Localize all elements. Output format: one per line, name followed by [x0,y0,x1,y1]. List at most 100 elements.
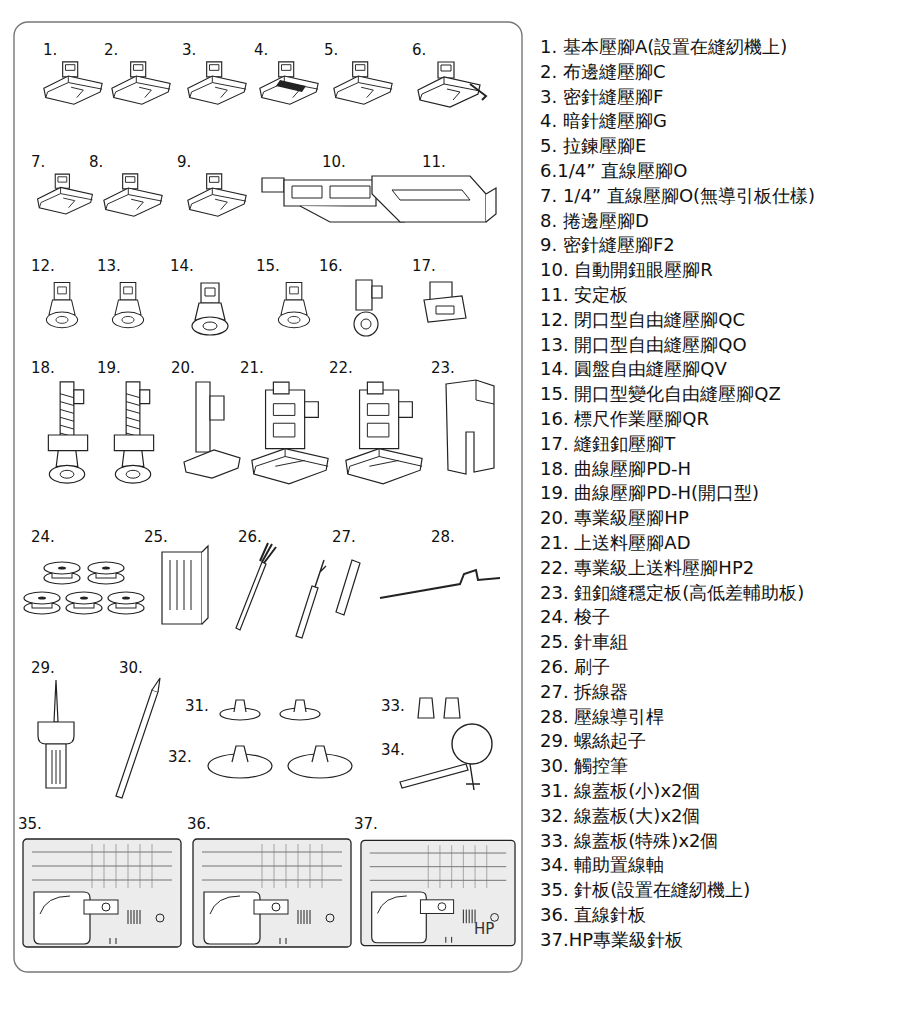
foot-part [354,312,378,336]
foot-part [424,296,466,322]
pack-part [202,546,208,624]
callout-number: 3. [182,41,196,59]
bobbin [24,592,60,614]
callout-number: 17. [412,257,436,275]
part-list-item: 32. 線蓋板(大)x2個 [540,805,701,827]
part-list-item: 36. 直線針板 [540,904,646,926]
plate-marking: HP [474,920,494,938]
part-list-item: 20. 專業級壓腳HP [540,507,689,529]
presser-foot [260,62,318,104]
free-motion-foot [112,283,143,328]
callout-number: 16. [319,257,343,275]
foot-guide [470,84,486,100]
cap-part [232,746,248,762]
callout-number: 29. [31,659,55,677]
foot-part [262,178,284,192]
free-motion-foot [192,283,228,335]
part-list-item: 5. 拉鍊壓腳E [540,135,646,157]
presser-foot [112,62,170,104]
callout-number: 36. [187,815,211,833]
cap-part [294,700,306,712]
part-list-item: 15. 開口型變化自由縫壓腳QZ [540,383,781,405]
callout-number: 6. [412,41,426,59]
callout-number: 2. [104,41,118,59]
stabilizer-part [476,380,494,404]
curve-foot [114,382,153,483]
part-list-item: 4. 暗針縫壓腳G [540,110,667,132]
part-list-item: 24. 梭子 [540,606,610,628]
callout-number: 31. [185,697,209,715]
spool-cap-small [220,700,320,720]
callout-number: 35. [18,815,42,833]
callout-number: 18. [31,359,55,377]
presser-foot [104,174,162,216]
needle-plate [361,840,515,945]
foot-guide [276,80,306,92]
screwdriver [38,680,74,788]
part-list-item: 14. 圓盤自由縫壓腳QV [540,358,727,380]
part-list-item: 16. 標尺作業壓腳QR [540,408,709,430]
guide-bar [380,570,500,598]
callout-number: 27. [332,528,356,546]
part-list-item: 11. 安定板 [540,284,628,306]
foot-part [292,186,370,198]
part-list-item: 25. 針車組 [540,631,628,653]
callout-number: 14. [170,257,194,275]
callout-number: 37. [354,815,378,833]
callout-number: 5. [324,41,338,59]
part-list-item: 8. 捲邊壓腳D [540,210,649,232]
screwdriver-part [46,744,66,788]
spool-pin [400,724,492,790]
foot-part [356,280,372,310]
ripper-part [315,560,326,587]
part-list-item: 33. 線蓋板(特殊)x2個 [540,830,719,852]
seam-ripper [296,560,360,638]
foot-part [210,396,224,420]
needle-plate [193,839,351,947]
callout-number: 30. [119,659,143,677]
callout-number: 23. [431,359,455,377]
part-list-item: 19. 曲線壓腳PD-H(開口型) [540,482,759,504]
callout-number: 26. [238,528,262,546]
presser-foot [44,62,102,104]
part-list-item: 28. 壓線導引桿 [540,706,664,728]
part-list-item: 12. 閉口型自由縫壓腳QC [540,309,745,331]
part-list-item: 34. 輔助置線軸 [540,854,664,876]
bobbin [44,562,80,584]
callout-number: 9. [177,153,191,171]
callout-number: 20. [171,359,195,377]
callout-number: 21. [240,359,264,377]
ripper-cap [336,560,360,615]
pin-part [400,764,468,788]
button-stabilizer [446,380,494,474]
brush-part [260,543,276,563]
part-list-item: 30. 觸控筆 [540,755,628,777]
callout-number: 25. [144,528,168,546]
part-list-item: 29. 螺絲起子 [540,730,646,752]
button-foot [424,282,466,322]
stylus-part [116,690,158,798]
callout-number: 28. [431,528,455,546]
callout-number: 34. [381,741,405,759]
callout-number: 22. [329,359,353,377]
walking-foot [252,382,328,484]
part-list-item: 10. 自動開鈕眼壓腳R [540,259,713,281]
foot-part [184,450,240,478]
brush-part [236,562,266,630]
callout-number: 1. [43,41,57,59]
foot-part [372,286,382,298]
part-list-item: 37.HP專業級針板 [540,929,683,951]
bobbin [66,592,102,614]
callout-number: 10. [322,153,346,171]
part-list-item: 22. 專業級上送料壓腳HP2 [540,557,754,579]
professional-foot [184,382,240,478]
accessory-panel [14,22,522,972]
part-list-item: 35. 針板(設置在縫紉機上) [540,879,750,901]
part-list-item: 26. 刷子 [540,656,610,678]
pin-part [466,764,480,790]
foot-part [284,180,376,206]
part-list-item: 18. 曲線壓腳PD-H [540,458,691,480]
screwdriver-part [52,750,60,784]
